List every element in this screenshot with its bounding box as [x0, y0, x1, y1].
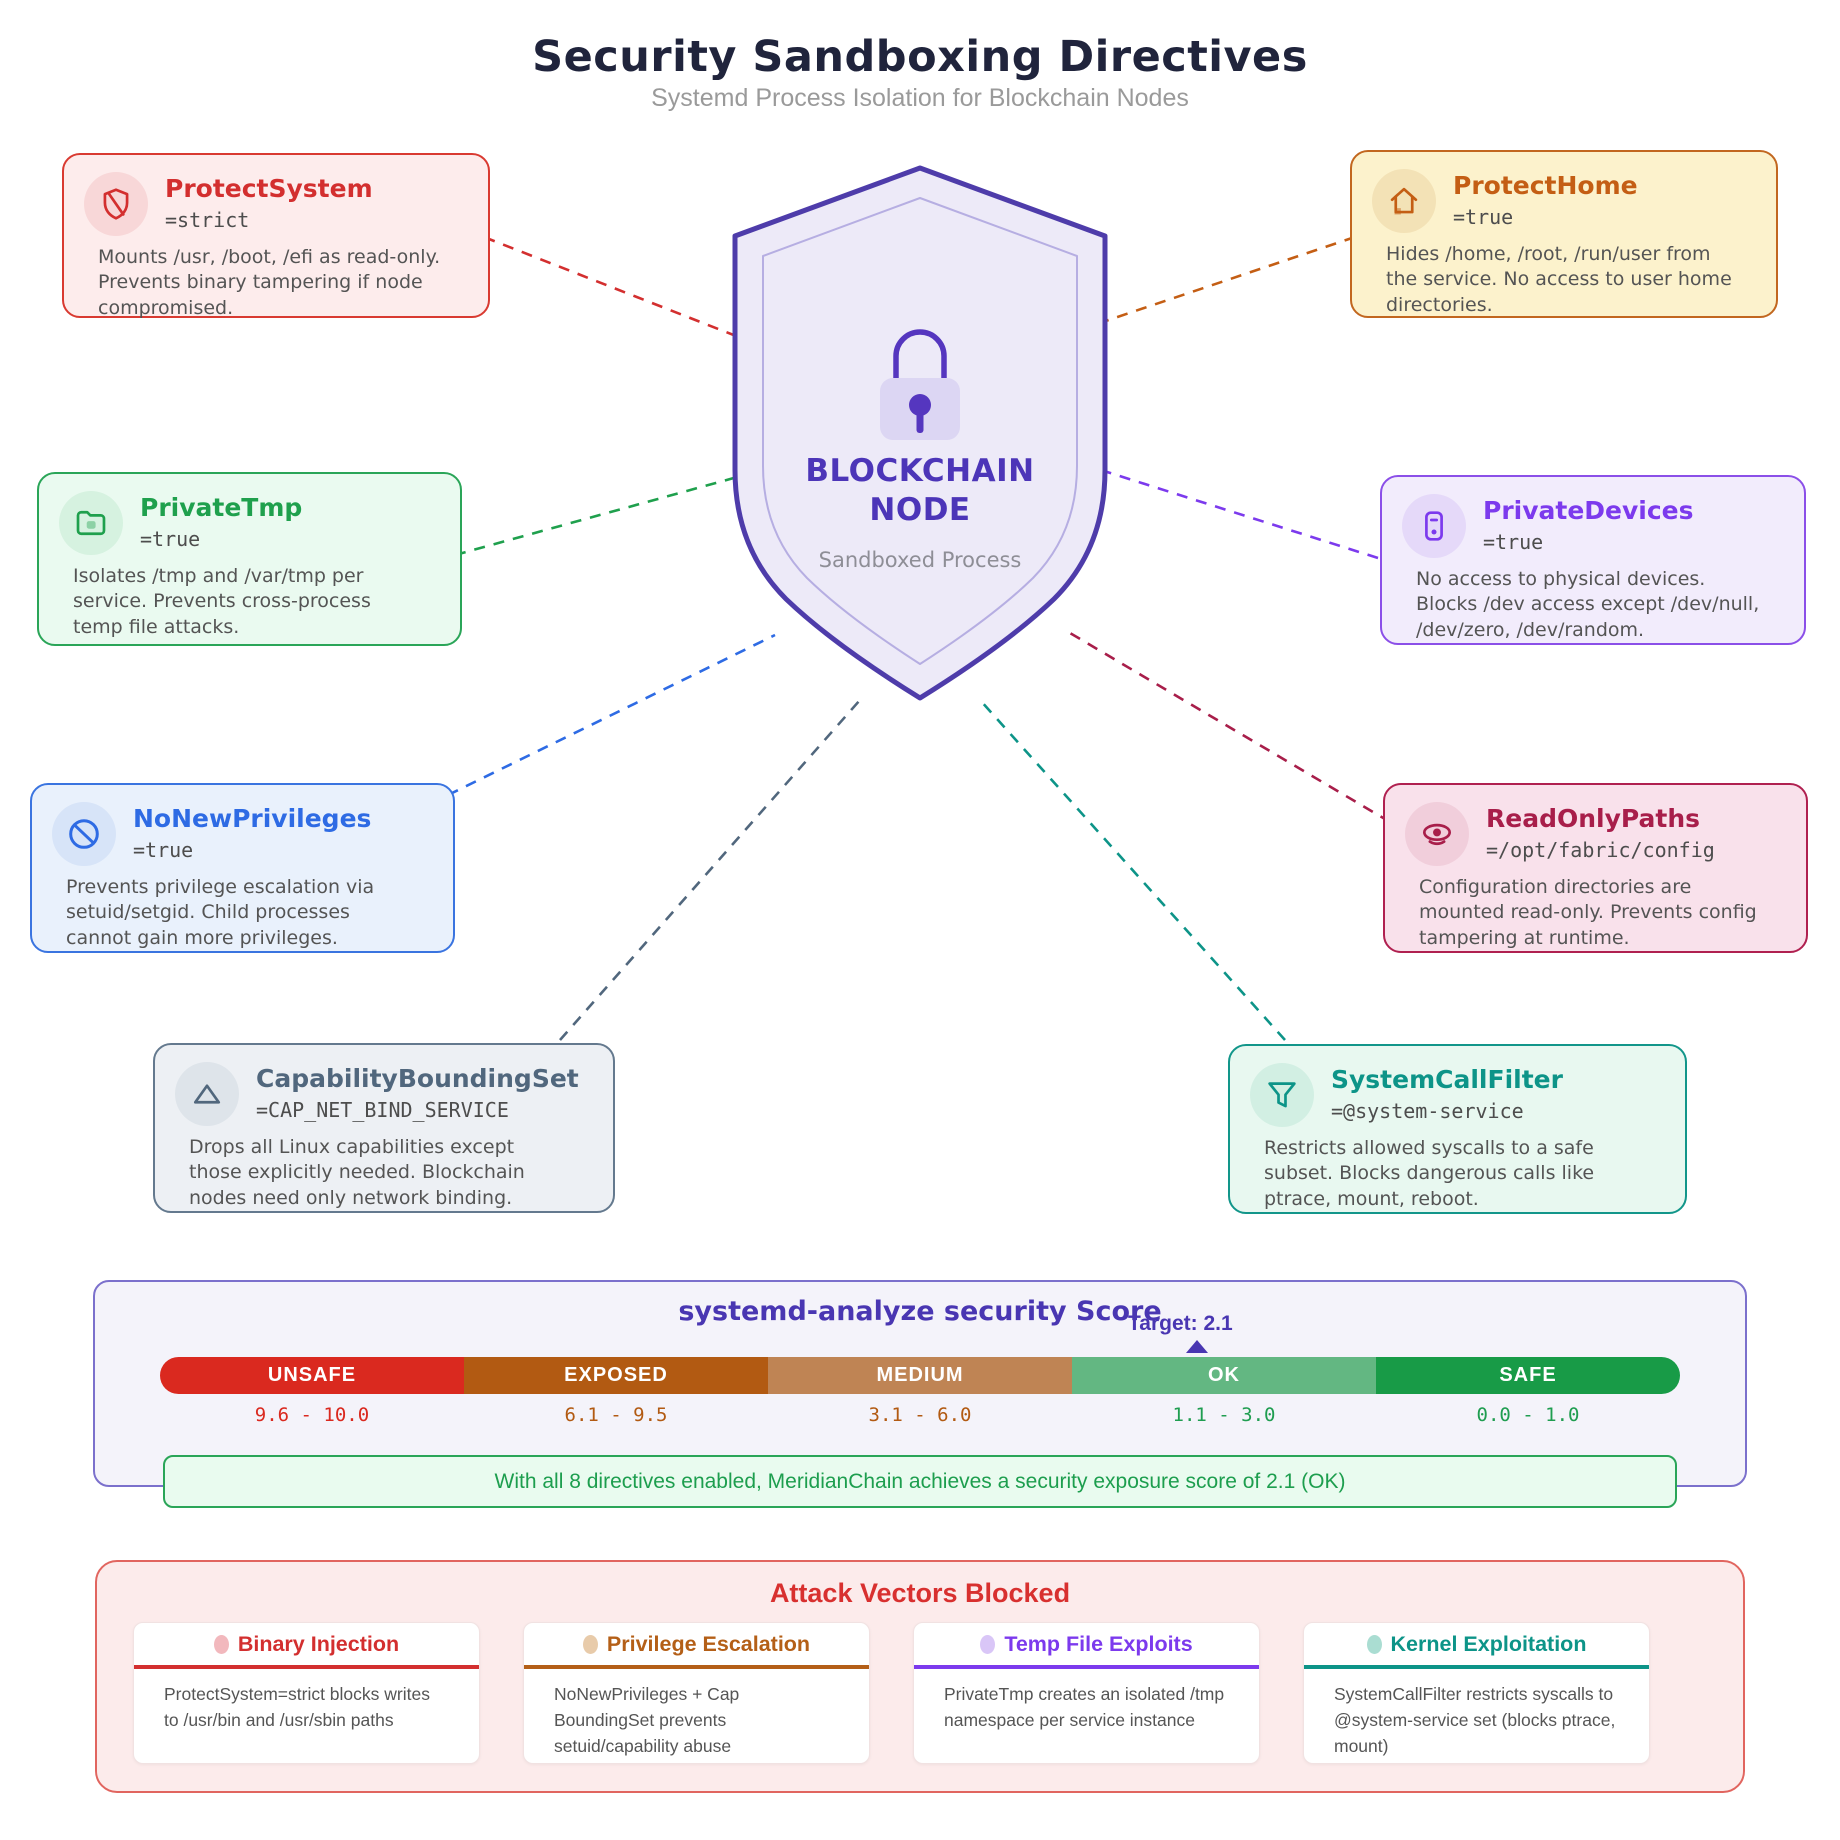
directive-description: No access to physical devices. Blocks /d… — [1416, 568, 1760, 641]
connector-privatetmp — [454, 466, 771, 557]
funnel-icon — [1250, 1063, 1314, 1127]
attack-label: Kernel Exploitation — [1390, 1631, 1587, 1656]
directive-name: ProtectHome — [1453, 171, 1638, 200]
attack-description: ProtectSystem=strict blocks writes to /u… — [164, 1683, 430, 1730]
score-range-exposed: 6.1 - 9.5 — [564, 1404, 668, 1426]
bullet-dot-icon — [980, 1634, 996, 1654]
score-segment-exposed: EXPOSED — [464, 1357, 768, 1394]
device-icon — [1402, 494, 1466, 558]
directive-description: Configuration directories are mounted re… — [1419, 876, 1757, 949]
score-segment-ok: OK — [1072, 1357, 1376, 1394]
accent-rule — [524, 1665, 869, 1669]
page-title: Security Sandboxing Directives — [532, 32, 1308, 82]
shield-title-line1: BLOCKCHAIN — [805, 453, 1035, 489]
lock-icon — [880, 329, 960, 440]
attack-vectors-title: Attack Vectors Blocked — [769, 1578, 1071, 1608]
triangle-icon — [175, 1062, 239, 1126]
shield-subtitle: Sandboxed Process — [818, 548, 1022, 572]
connector-nonewprivileges — [447, 633, 776, 797]
directive-description: Drops all Linux capabilities except thos… — [189, 1136, 525, 1209]
accent-rule — [914, 1665, 1259, 1669]
score-segment-medium: MEDIUM — [768, 1357, 1072, 1394]
connector-systemcallfilter — [979, 699, 1286, 1041]
directive-description: Prevents privilege escalation via setuid… — [66, 876, 375, 949]
directive-name: CapabilityBoundingSet — [256, 1064, 579, 1093]
score-segment-safe: SAFE — [1376, 1357, 1680, 1394]
attack-card-temp-file-exploits: Temp File Exploits PrivateTmp creates an… — [913, 1622, 1260, 1764]
accent-rule — [1304, 1665, 1649, 1669]
directive-card-readonlypaths: ReadOnlyPaths =/opt/fabric/config Config… — [1383, 783, 1808, 953]
directive-name: SystemCallFilter — [1331, 1065, 1563, 1094]
folder-icon — [59, 491, 123, 555]
directive-name: PrivateTmp — [140, 493, 303, 522]
directive-value: =true — [133, 838, 194, 862]
attack-card-kernel-exploitation: Kernel Exploitation SystemCallFilter res… — [1303, 1622, 1650, 1764]
directive-value: =CAP_NET_BIND_SERVICE — [256, 1098, 509, 1122]
attack-label: Privilege Escalation — [606, 1631, 811, 1656]
score-range-safe: 0.0 - 1.0 — [1476, 1404, 1580, 1426]
directive-description: Isolates /tmp and /var/tmp per service. … — [73, 565, 371, 638]
attack-description: NoNewPrivileges + Cap BoundingSet preven… — [554, 1683, 740, 1757]
score-range-medium: 3.1 - 6.0 — [868, 1404, 972, 1426]
score-bar: UNSAFE EXPOSED MEDIUM OK SAFE — [160, 1357, 1680, 1394]
connector-privatedevices — [1084, 463, 1379, 560]
score-ranges: 9.6 - 10.0 6.1 - 9.5 3.1 - 6.0 1.1 - 3.0… — [160, 1404, 1680, 1426]
score-range-ok: 1.1 - 3.0 — [1172, 1404, 1276, 1426]
score-summary-note: With all 8 directives enabled, MeridianC… — [163, 1455, 1677, 1508]
attack-label: Binary Injection — [237, 1631, 400, 1656]
directive-value: =strict — [165, 208, 250, 232]
attack-card-privilege-escalation: Privilege Escalation NoNewPrivileges + C… — [523, 1622, 870, 1764]
eye-icon — [1405, 802, 1469, 866]
directive-name: PrivateDevices — [1483, 496, 1694, 525]
target-score-label: Target: 2.1 — [1128, 1312, 1233, 1335]
attack-description: SystemCallFilter restricts syscalls to @… — [1334, 1683, 1616, 1757]
bullet-dot-icon — [1366, 1634, 1382, 1654]
directive-card-protectsystem: ProtectSystem =strict Mounts /usr, /boot… — [62, 153, 490, 319]
attack-card-binary-injection: Binary Injection ProtectSystem=strict bl… — [133, 1622, 480, 1764]
score-title: systemd-analyze security Score — [678, 1296, 1162, 1327]
accent-rule — [134, 1665, 479, 1669]
no-entry-icon — [52, 802, 116, 866]
page-subtitle: Systemd Process Isolation for Blockchain… — [651, 84, 1189, 112]
directive-value: =true — [1483, 530, 1544, 554]
home-icon — [1372, 169, 1436, 233]
shield-graphic — [732, 165, 1108, 701]
directive-card-privatedevices: PrivateDevices =true No access to physic… — [1380, 475, 1806, 645]
directive-description: Mounts /usr, /boot, /efi as read-only. P… — [98, 246, 441, 319]
bullet-dot-icon — [213, 1634, 229, 1654]
attack-label: Temp File Exploits — [1004, 1631, 1193, 1656]
directive-value: =true — [1453, 205, 1514, 229]
directive-name: ProtectSystem — [165, 174, 373, 203]
connector-readonlypaths — [1069, 631, 1391, 824]
directive-card-capabilityboundingset: CapabilityBoundingSet =CAP_NET_BIND_SERV… — [153, 1043, 615, 1213]
target-arrow-icon — [1186, 1340, 1208, 1353]
directive-value: =true — [140, 527, 201, 551]
directive-name: NoNewPrivileges — [133, 804, 372, 833]
directive-name: ReadOnlyPaths — [1486, 804, 1701, 833]
bullet-dot-icon — [582, 1634, 598, 1654]
connector-capabilityboundingset — [559, 699, 861, 1041]
shield-inner-outline — [762, 197, 1078, 665]
score-range-unsafe: 9.6 - 10.0 — [254, 1404, 370, 1426]
directive-card-systemcallfilter: SystemCallFilter =@system-service Restri… — [1228, 1044, 1687, 1214]
score-segment-unsafe: UNSAFE — [160, 1357, 464, 1394]
attack-description: PrivateTmp creates an isolated /tmp name… — [944, 1683, 1225, 1730]
directive-description: Restricts allowed syscalls to a safe sub… — [1264, 1137, 1595, 1210]
shield-title-line2: NODE — [869, 492, 971, 528]
shield-title: BLOCKCHAIN NODE — [720, 452, 1120, 530]
directive-description: Hides /home, /root, /run/user from the s… — [1386, 243, 1732, 316]
directive-value: =@system-service — [1331, 1099, 1524, 1123]
directive-card-protecthome: ProtectHome =true Hides /home, /root, /r… — [1350, 150, 1778, 318]
directive-card-privatetmp: PrivateTmp =true Isolates /tmp and /var/… — [37, 472, 462, 646]
shield-slash-icon — [84, 172, 148, 236]
directive-value: =/opt/fabric/config — [1486, 838, 1715, 862]
directive-card-nonewprivileges: NoNewPrivileges =true Prevents privilege… — [30, 783, 455, 953]
